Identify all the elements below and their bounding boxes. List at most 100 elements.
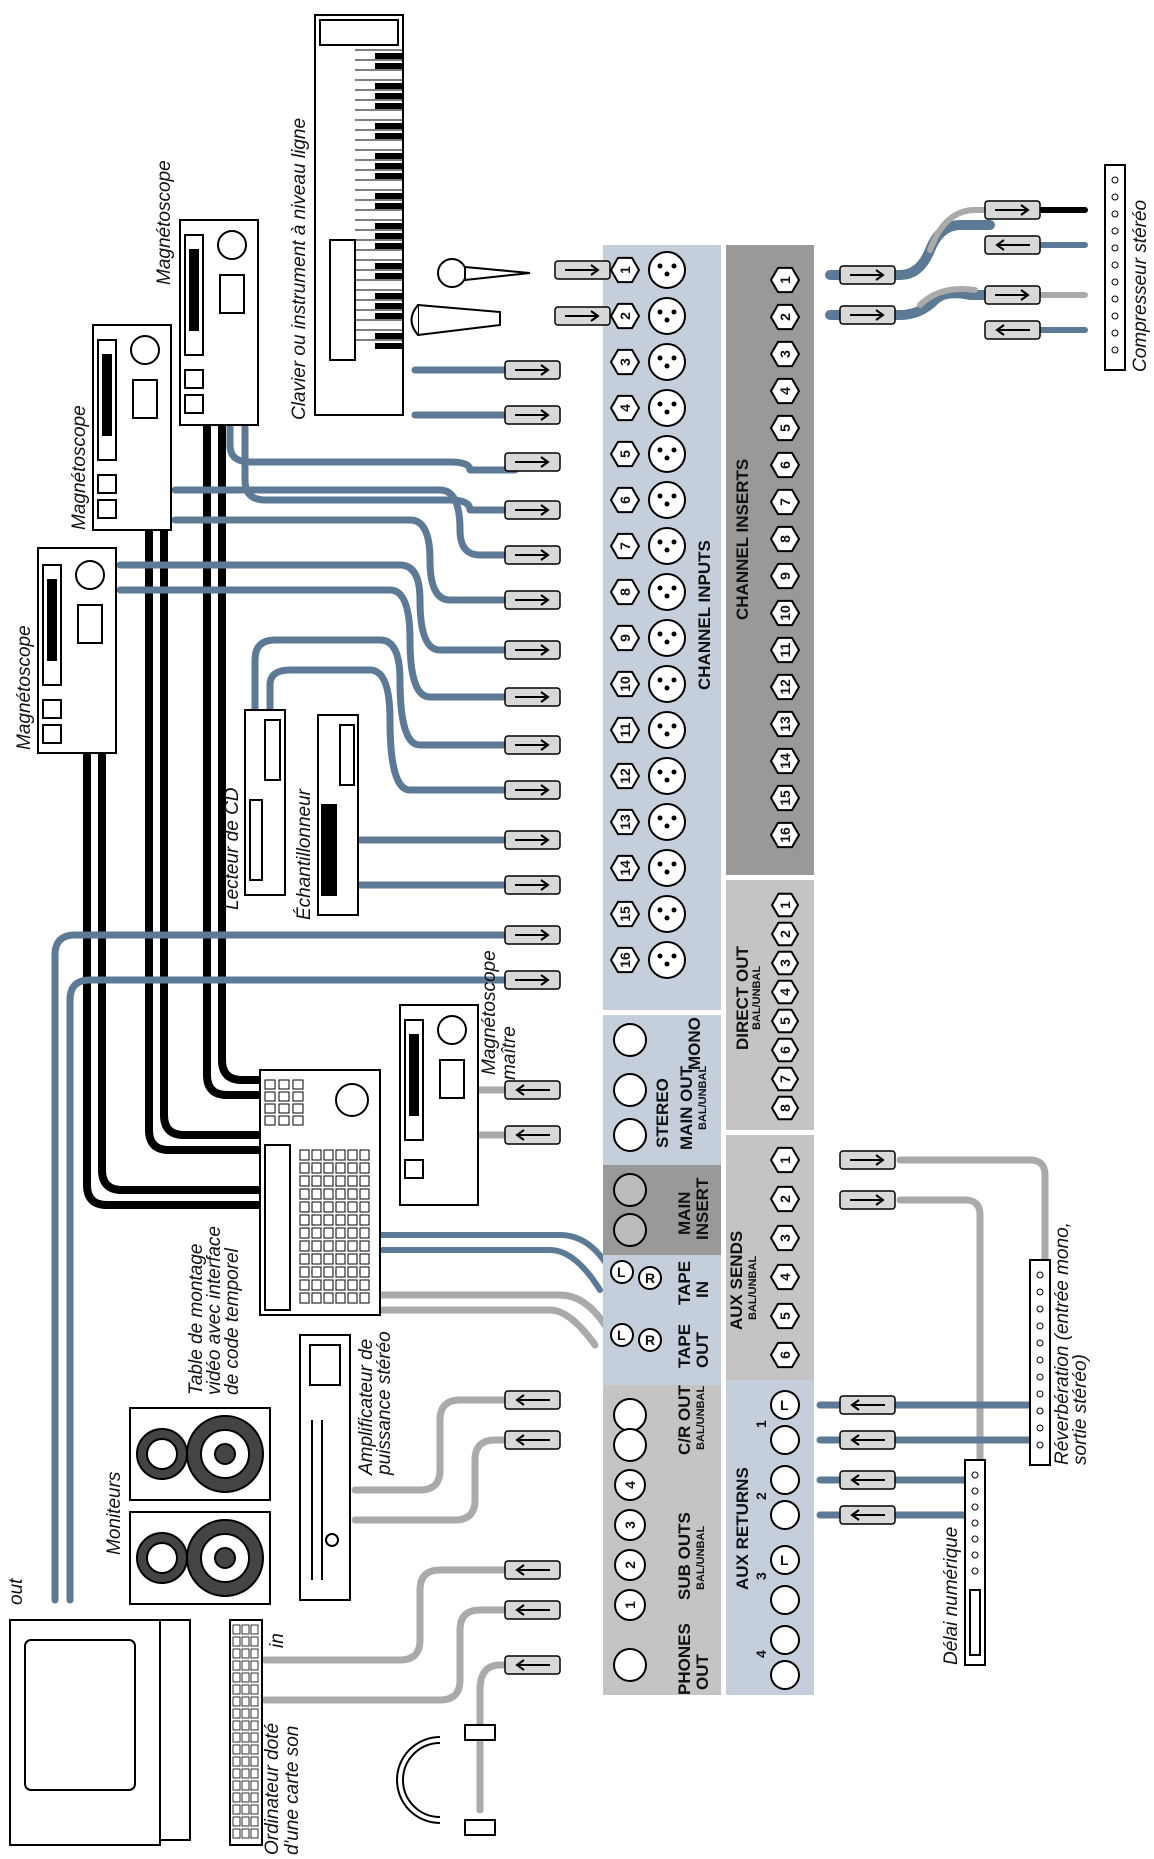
mono-jack[interactable]	[613, 1023, 647, 1057]
channel-insert-6[interactable]	[769, 451, 801, 479]
aux-return-1-l[interactable]	[770, 1390, 800, 1420]
sub-out-jack-4[interactable]	[614, 1469, 646, 1501]
channel-input-trs-16[interactable]	[609, 946, 641, 974]
channel-insert-1[interactable]	[769, 266, 801, 294]
direct-out-6[interactable]	[770, 1037, 800, 1063]
sub-out-jack-3[interactable]	[614, 1509, 646, 1541]
aux-return-3-r[interactable]	[770, 1585, 800, 1615]
cr-out-jack-2[interactable]	[613, 1428, 647, 1462]
stereo-jack-l[interactable]	[613, 1073, 647, 1107]
power-amplifier	[299, 1334, 351, 1601]
cr-out-jack-1[interactable]	[613, 1398, 647, 1432]
aux-return-3-l[interactable]	[770, 1545, 800, 1575]
channel-input-xlr-12[interactable]	[648, 757, 686, 795]
channel-insert-3[interactable]	[769, 340, 801, 368]
aux-send-5[interactable]	[769, 1302, 801, 1330]
direct-out-4[interactable]	[770, 979, 800, 1005]
direct-out-1[interactable]	[770, 892, 800, 918]
aux-return-2-r[interactable]	[770, 1500, 800, 1530]
direct-out-8-label: 8	[777, 1104, 793, 1112]
aux-send-3[interactable]	[769, 1224, 801, 1252]
channel-input-xlr-2[interactable]	[648, 297, 686, 335]
channel-input-xlr-3[interactable]	[648, 343, 686, 381]
channel-insert-14[interactable]	[769, 747, 801, 775]
channel-insert-7[interactable]	[769, 488, 801, 516]
tape-out-l[interactable]	[610, 1323, 634, 1347]
channel-input-xlr-9[interactable]	[648, 619, 686, 657]
editor-key	[323, 1188, 334, 1200]
computer-key	[241, 1624, 250, 1635]
channel-input-xlr-15[interactable]	[648, 895, 686, 933]
channel-insert-15[interactable]	[769, 784, 801, 812]
aux-return-4-r[interactable]	[770, 1660, 800, 1690]
channel-input-trs-3[interactable]	[609, 348, 641, 376]
channel-input-trs-11[interactable]	[609, 716, 641, 744]
tape-in-l[interactable]	[610, 1260, 634, 1284]
channel-input-xlr-1[interactable]	[648, 251, 686, 289]
editor-key	[299, 1266, 310, 1278]
computer-key	[232, 1684, 241, 1695]
channel-input-xlr-7[interactable]	[648, 527, 686, 565]
direct-out-2[interactable]	[770, 921, 800, 947]
channel-insert-10[interactable]	[769, 599, 801, 627]
channel-input-xlr-8[interactable]	[648, 573, 686, 611]
channel-input-trs-9[interactable]	[609, 624, 641, 652]
aux-return-2-l[interactable]	[770, 1465, 800, 1495]
aux-return-1-r[interactable]	[770, 1425, 800, 1455]
aux-send-6[interactable]	[769, 1341, 801, 1369]
aux-send-2[interactable]	[769, 1185, 801, 1213]
aux-return-4-l[interactable]	[770, 1625, 800, 1655]
aux-send-4[interactable]	[769, 1263, 801, 1291]
channel-input-xlr-5[interactable]	[648, 435, 686, 473]
channel-insert-9[interactable]	[769, 562, 801, 590]
phones-out-jack[interactable]	[613, 1648, 647, 1682]
editor-key	[335, 1214, 346, 1226]
channel-input-trs-14[interactable]	[609, 854, 641, 882]
channel-input-trs-12[interactable]	[609, 762, 641, 790]
channel-insert-4[interactable]	[769, 377, 801, 405]
channel-insert-16[interactable]	[769, 821, 801, 849]
direct-out-5[interactable]	[770, 1008, 800, 1034]
channel-insert-12[interactable]	[769, 673, 801, 701]
editor-key	[311, 1149, 322, 1161]
tape-in-r[interactable]	[638, 1266, 662, 1290]
channel-input-xlr-10[interactable]	[648, 665, 686, 703]
rack-hole	[1111, 295, 1119, 303]
channel-input-xlr-4[interactable]	[648, 389, 686, 427]
reverb-label-1: Réverbération (entrée mono,	[1052, 1222, 1073, 1465]
channel-input-trs-6[interactable]	[609, 486, 641, 514]
channel-insert-6-label: 6	[777, 461, 793, 469]
channel-insert-5[interactable]	[769, 414, 801, 442]
tape-out-r[interactable]	[638, 1328, 662, 1352]
channel-insert-11[interactable]	[769, 636, 801, 664]
mic-plug-1-arrow-icon	[565, 264, 600, 276]
stereo-jack-r[interactable]	[613, 1118, 647, 1152]
channel-input-xlr-6[interactable]	[648, 481, 686, 519]
sub-out-jack-1[interactable]	[614, 1589, 646, 1621]
sub-out-jack-2[interactable]	[614, 1549, 646, 1581]
direct-out-7[interactable]	[770, 1066, 800, 1092]
direct-out-3[interactable]	[770, 950, 800, 976]
channel-input-trs-7[interactable]	[609, 532, 641, 560]
channel-input-xlr-16[interactable]	[648, 941, 686, 979]
channel-insert-8[interactable]	[769, 525, 801, 553]
channel-insert-13[interactable]	[769, 710, 801, 738]
xlr-pin	[671, 861, 677, 867]
channel-insert-2[interactable]	[769, 303, 801, 331]
channel-input-trs-1[interactable]	[609, 256, 641, 284]
channel-input-xlr-14[interactable]	[648, 849, 686, 887]
channel-input-trs-10[interactable]	[609, 670, 641, 698]
channel-input-xlr-11[interactable]	[648, 711, 686, 749]
channel-input-trs-13[interactable]	[609, 808, 641, 836]
channel-input-trs-4[interactable]	[609, 394, 641, 422]
channel-input-xlr-13[interactable]	[648, 803, 686, 841]
main-insert-jack-1[interactable]	[613, 1173, 647, 1207]
channel-input-trs-2[interactable]	[609, 302, 641, 330]
channel-input-trs-8[interactable]	[609, 578, 641, 606]
direct-out-8[interactable]	[770, 1095, 800, 1121]
channel-input-trs-5[interactable]	[609, 440, 641, 468]
channel-input-trs-15[interactable]	[609, 900, 641, 928]
main-insert-jack-2[interactable]	[613, 1213, 647, 1247]
aux-send-1[interactable]	[769, 1146, 801, 1174]
